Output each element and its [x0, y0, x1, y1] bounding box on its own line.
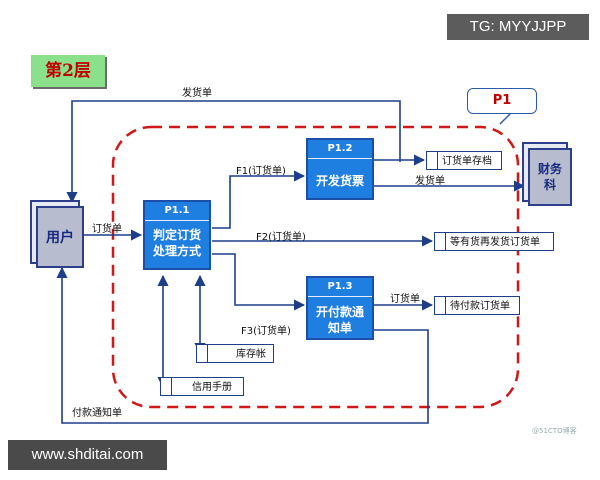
entity-user-label: 用户 — [46, 230, 74, 246]
process-id: P1.2 — [308, 140, 372, 159]
entity-user: 用户 — [36, 206, 84, 268]
process-name: 开发货票 — [315, 174, 364, 188]
store-inventory: 库存帐 — [196, 344, 274, 363]
watermark-bottom: www.shditai.com — [8, 440, 167, 470]
process-p1-1: P1.1 判定订货处理方式 — [143, 200, 211, 270]
store-label: 待付款订货单 — [450, 301, 510, 312]
store-pending-payment: 待付款订货单 — [434, 296, 520, 315]
flow-label-f3: F3(订货单) — [241, 326, 291, 337]
flow-label-shipping-finance: 发货单 — [415, 176, 445, 187]
process-p1-2: P1.2 开发货票 — [306, 138, 374, 200]
store-label: 信用手册 — [192, 382, 232, 393]
process-id: P1.3 — [308, 278, 372, 297]
process-id: P1.1 — [145, 202, 209, 221]
store-order-archive: 订货单存档 — [426, 151, 502, 170]
p1-boundary — [111, 125, 520, 409]
layer-tag: 第2层 — [31, 55, 105, 87]
store-label: 库存帐 — [236, 349, 266, 360]
boundary-callout: P1 — [467, 88, 537, 114]
credit-text: @51CTO博客 — [532, 427, 577, 435]
flow-label-f1: F1(订货单) — [236, 166, 286, 177]
store-label: 订货单存档 — [442, 156, 492, 167]
flow-label-f2: F2(订货单) — [256, 232, 306, 243]
process-p1-3: P1.3 开付款通知单 — [306, 276, 374, 340]
flow-label-order-in: 订货单 — [92, 224, 122, 235]
store-backorder: 等有货再发货订货单 — [434, 232, 554, 251]
process-name: 判定订货处理方式 — [152, 228, 201, 258]
flow-label-order-pending: 订货单 — [390, 294, 420, 305]
watermark-top: TG: MYYJJPP — [447, 14, 589, 40]
entity-finance: 财务科 — [528, 148, 572, 206]
flow-label-payment-notice: 付款通知单 — [72, 408, 122, 419]
process-name: 开付款通知单 — [315, 305, 364, 335]
flow-label-shipping-top: 发货单 — [182, 88, 212, 99]
store-label: 等有货再发货订货单 — [450, 237, 540, 248]
store-credit-manual: 信用手册 — [160, 377, 244, 396]
entity-finance-label: 财务科 — [537, 162, 562, 192]
